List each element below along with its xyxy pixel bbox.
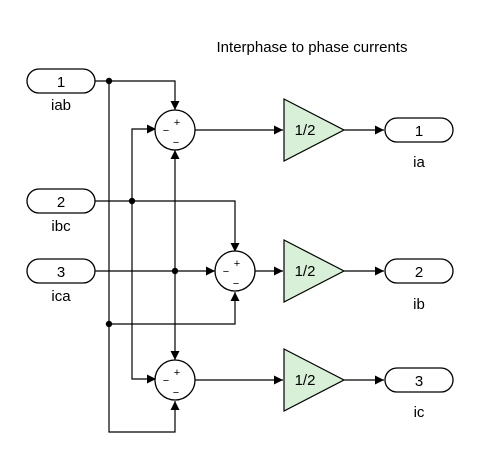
gain-block-2-value: 1/2 bbox=[295, 263, 316, 280]
inport-1[interactable]: 1 iab bbox=[26, 68, 96, 114]
signal-lines bbox=[95, 80, 384, 433]
sum-block-2-minus-sign-left: − bbox=[223, 266, 229, 278]
sum-block-2-plus-sign-top: + bbox=[234, 258, 240, 270]
outport-2-number: 2 bbox=[415, 264, 423, 281]
outport-3-label: ic bbox=[414, 404, 425, 421]
outport-1[interactable]: 1 ia bbox=[384, 117, 454, 171]
wire-iab-to-sum2-minus bbox=[109, 292, 240, 325]
sum-block-1-minus-sign-left: − bbox=[163, 125, 169, 137]
gain-block-3-value: 1/2 bbox=[295, 372, 316, 389]
inport-2[interactable]: 2 ibc bbox=[26, 188, 96, 235]
gain-block-2[interactable]: 1/2 bbox=[283, 239, 346, 303]
inport-3-label: ica bbox=[51, 288, 71, 305]
gain-block-1[interactable]: 1/2 bbox=[283, 98, 346, 162]
sum-block-1-shape[interactable] bbox=[154, 109, 196, 151]
outport-2-label: ib bbox=[413, 296, 425, 313]
inport-2-label: ibc bbox=[51, 218, 71, 235]
junction-dot bbox=[105, 77, 113, 85]
sum-block-3-minus-sign-bottom: − bbox=[173, 387, 179, 399]
sum-block-1-plus-sign: + bbox=[174, 117, 180, 129]
sum-block-2-minus-sign-bottom: − bbox=[233, 278, 239, 290]
diagram-title: Interphase to phase currents bbox=[217, 39, 408, 56]
gain-block-2-shape[interactable] bbox=[283, 239, 346, 303]
inport-1-shape[interactable] bbox=[26, 68, 96, 94]
sum-block-3-plus-sign-top: + bbox=[174, 367, 180, 379]
sum-block-2-shape[interactable] bbox=[214, 250, 256, 292]
sum-block-2[interactable]: + − − bbox=[214, 250, 256, 292]
inport-2-shape[interactable] bbox=[26, 188, 96, 214]
gain-block-3-shape[interactable] bbox=[283, 348, 346, 412]
inport-3-number: 3 bbox=[57, 264, 65, 281]
wire-ibc-to-sum1-minus bbox=[131, 124, 156, 201]
outport-3-shape[interactable] bbox=[384, 367, 454, 393]
sum-block-1[interactable]: + − − bbox=[154, 109, 196, 151]
junction-dot bbox=[128, 197, 136, 205]
inport-3-shape[interactable] bbox=[26, 258, 96, 284]
inport-1-label: iab bbox=[51, 97, 71, 114]
gain-block-3[interactable]: 1/2 bbox=[283, 348, 346, 412]
inport-3[interactable]: 3 ica bbox=[26, 258, 96, 305]
wire-iab-to-sum1-plus bbox=[95, 80, 180, 110]
outport-3[interactable]: 3 ic bbox=[384, 367, 454, 421]
junction-dot bbox=[105, 320, 113, 328]
sum-block-3-shape[interactable] bbox=[154, 359, 196, 401]
inport-1-number: 1 bbox=[57, 74, 65, 91]
wire-ibc-to-sum2-plus bbox=[95, 200, 240, 252]
outport-3-number: 3 bbox=[415, 373, 423, 390]
outport-1-label: ia bbox=[413, 154, 425, 171]
gain-block-1-shape[interactable] bbox=[283, 98, 346, 162]
outport-1-number: 1 bbox=[415, 123, 423, 140]
outport-1-shape[interactable] bbox=[384, 117, 454, 143]
wire-iab-to-sum3-minus bbox=[108, 81, 180, 433]
junction-dot bbox=[171, 267, 179, 275]
outport-2[interactable]: 2 ib bbox=[384, 258, 454, 313]
junction-dots bbox=[105, 77, 179, 328]
sum-block-3-minus-sign-left: − bbox=[163, 375, 169, 387]
gain-block-1-value: 1/2 bbox=[295, 122, 316, 139]
sum-block-1-minus-sign-bottom: − bbox=[173, 137, 179, 149]
wire-ibc-to-sum3-plus bbox=[131, 201, 156, 384]
sum-block-3[interactable]: + − − bbox=[154, 359, 196, 401]
outport-2-shape[interactable] bbox=[384, 258, 454, 284]
inport-2-number: 2 bbox=[57, 194, 65, 211]
